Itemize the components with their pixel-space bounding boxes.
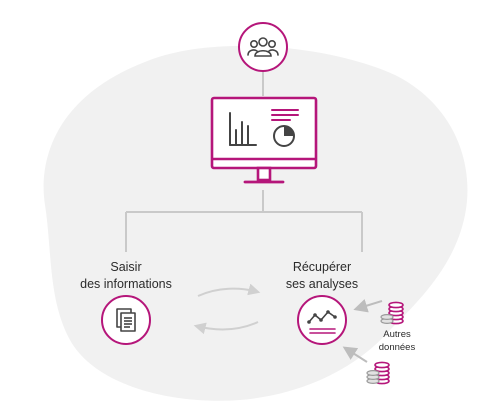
data-arrow-upper bbox=[353, 299, 383, 313]
input-label-line2: des informations bbox=[80, 277, 172, 291]
monitor-icon bbox=[210, 96, 318, 184]
pie-chart-icon bbox=[273, 125, 295, 147]
cycle-arrow-top bbox=[197, 283, 261, 297]
document-icon bbox=[116, 308, 136, 332]
input-node bbox=[101, 295, 151, 345]
output-label-line1: Récupérer bbox=[292, 260, 352, 274]
trend-chart-icon bbox=[307, 310, 337, 334]
other-data-label: Autres données bbox=[372, 328, 422, 354]
coin-stack-lower-icon bbox=[374, 361, 390, 385]
output-label-line2: ses analyses bbox=[285, 277, 359, 291]
coin-stack-icon bbox=[388, 301, 404, 325]
text-lines-icon bbox=[271, 109, 299, 121]
bar-chart-icon bbox=[229, 112, 257, 146]
users-icon bbox=[247, 37, 279, 57]
other-data-label-line2: données bbox=[378, 342, 416, 353]
input-label: Saisir des informations bbox=[66, 259, 186, 293]
cycle-arrow-bottom bbox=[193, 321, 259, 335]
output-node bbox=[297, 295, 347, 345]
output-label: Récupérer ses analyses bbox=[272, 259, 372, 293]
coin-stack-grey-icon bbox=[380, 314, 394, 325]
coin-stack-lower-grey-icon bbox=[366, 370, 380, 385]
input-label-line1: Saisir bbox=[110, 260, 142, 274]
users-node bbox=[238, 22, 288, 72]
other-data-label-line1: Autres bbox=[383, 329, 411, 340]
data-arrow-lower bbox=[342, 346, 368, 363]
